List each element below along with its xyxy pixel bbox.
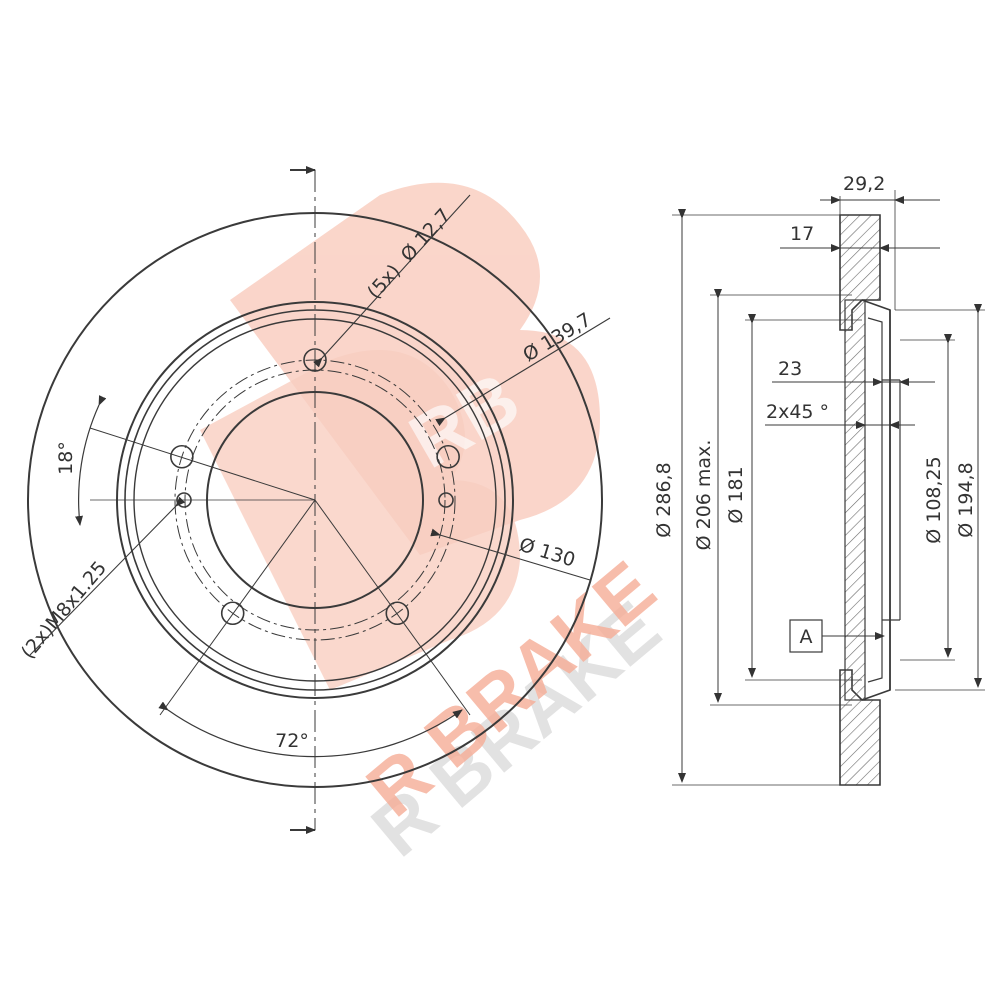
bolt-hole-1 bbox=[303, 348, 327, 372]
pcd-inner-leader bbox=[430, 528, 591, 581]
hub-diameter-label: Ø 194,8 bbox=[955, 462, 977, 537]
radial-line-bolt-left bbox=[159, 499, 316, 716]
outer-diameter-label: Ø 286,8 bbox=[653, 462, 675, 537]
hub-step-label: 23 bbox=[778, 358, 802, 380]
datum-box bbox=[789, 619, 823, 653]
radial-line-bolt-right bbox=[314, 499, 471, 716]
angle-arc-72deg bbox=[158, 701, 463, 758]
angle-arc-18deg bbox=[75, 395, 107, 526]
total-thickness-label: 29,2 bbox=[843, 173, 885, 195]
datum-label: A bbox=[800, 626, 813, 648]
radial-line-18deg bbox=[89, 427, 316, 501]
thread-leader bbox=[29, 496, 186, 656]
bolt-hole-5 bbox=[170, 444, 194, 469]
disc-thickness-label: 17 bbox=[790, 223, 814, 245]
pcd-outer-leader bbox=[435, 317, 611, 427]
side-view: 29,2 17 23 2x45 ° Ø 286,8 Ø 206 max. Ø 1… bbox=[653, 173, 985, 786]
bolt-hole-3 bbox=[385, 601, 410, 626]
watermark-logo-lower-shape bbox=[200, 350, 520, 690]
hat-outline bbox=[861, 299, 891, 701]
thread-label: (2x)M8x1.25 bbox=[17, 557, 111, 663]
angle-large-label: 72° bbox=[275, 730, 309, 752]
angle-small-label: 18° bbox=[55, 441, 77, 475]
hat-inner-outline bbox=[867, 317, 883, 683]
chamfer-label: 2x45 ° bbox=[766, 401, 829, 423]
max-diameter-label: Ø 206 max. bbox=[693, 440, 715, 551]
center-bore-label: Ø 108,25 bbox=[923, 456, 945, 543]
threaded-hole-right bbox=[438, 492, 454, 508]
bolt-hole-leader bbox=[312, 194, 471, 368]
bolt-hole-4 bbox=[220, 601, 245, 626]
watermark-logo-upper-shape bbox=[230, 182, 600, 555]
disc-vane-section bbox=[844, 299, 866, 701]
watermark-logo: RB bbox=[200, 182, 600, 690]
bolt-holes bbox=[170, 348, 460, 626]
hat-diameter-label: Ø 181 bbox=[725, 466, 747, 523]
bolt-hole-2 bbox=[436, 444, 460, 469]
pcd-inner-label: Ø 130 bbox=[517, 534, 578, 572]
